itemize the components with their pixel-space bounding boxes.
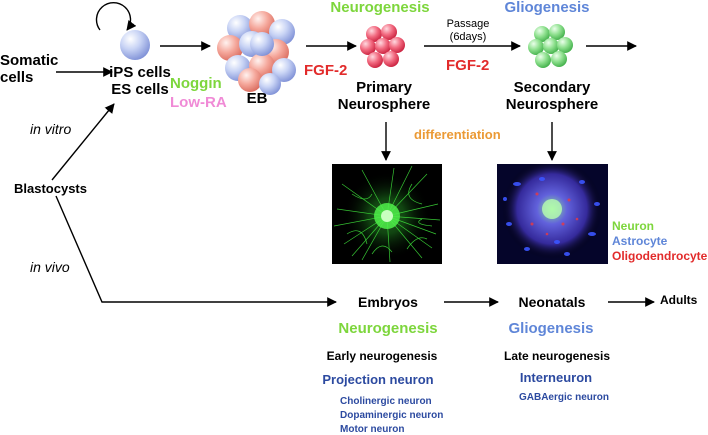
neonatals-label: Neonatals — [518, 294, 586, 310]
neurosphere-mixed-micrograph — [497, 164, 608, 264]
neurosphere-neuron-micrograph — [332, 164, 442, 264]
eb-label: EB — [246, 90, 268, 107]
gliogenesis-label-bottom: Gliogenesis — [508, 320, 594, 337]
in-vivo-label: in vivo — [30, 259, 70, 275]
motor-neuron-label: Motor neuron — [340, 424, 405, 435]
neurogenesis-label-top: Neurogenesis — [330, 0, 430, 16]
secondary-neurosphere-icon — [528, 24, 573, 68]
legend-neuron: Neuron — [612, 219, 654, 233]
self-renewal-arrow — [95, 2, 137, 31]
blastocysts-label: Blastocysts — [14, 181, 87, 196]
cholinergic-neuron-label: Cholinergic neuron — [340, 396, 432, 407]
ips-cell-sphere — [120, 30, 150, 60]
somatic-cells-label: Somatic cells — [0, 52, 59, 87]
gliogenesis-label-top: Gliogenesis — [504, 0, 590, 16]
primary-neurosphere-label: Primary Neurosphere — [337, 79, 431, 114]
micrograph-image-2 — [497, 164, 608, 264]
legend-oligodendrocyte: Oligodendrocyte — [612, 249, 708, 263]
gabaergic-neuron-label: GABAergic neuron — [518, 392, 610, 403]
low-ra-label: Low-RA — [170, 94, 227, 111]
neurogenesis-label-bottom: Neurogenesis — [338, 320, 438, 337]
legend-astrocyte: Astrocyte — [612, 234, 668, 248]
flow-arrows — [51, 41, 655, 307]
projection-neuron-label: Projection neuron — [322, 372, 434, 387]
ips-es-cells-label: iPS cells ES cells — [109, 64, 171, 99]
embryos-label: Embryos — [358, 294, 418, 310]
interneuron-label: Interneuron — [519, 370, 593, 385]
early-neurogenesis-label: Early neurogenesis — [326, 349, 438, 363]
fgf2-label-2: FGF-2 — [446, 57, 490, 74]
secondary-neurosphere-label: Secondary Neurosphere — [505, 79, 599, 114]
differentiation-label: differentiation — [414, 127, 501, 142]
passage-label: Passage (6days) — [446, 18, 490, 43]
fgf2-label-1: FGF-2 — [304, 62, 348, 79]
noggin-label: Noggin — [170, 75, 222, 92]
in-vitro-label: in vitro — [30, 121, 72, 137]
micrograph-image-1 — [332, 164, 442, 264]
late-neurogenesis-label: Late neurogenesis — [503, 349, 611, 363]
primary-neurosphere-icon — [360, 24, 405, 68]
dopaminergic-neuron-label: Dopaminergic neuron — [340, 410, 444, 421]
eb-cluster-icon — [217, 11, 296, 95]
adults-label: Adults — [660, 293, 698, 307]
